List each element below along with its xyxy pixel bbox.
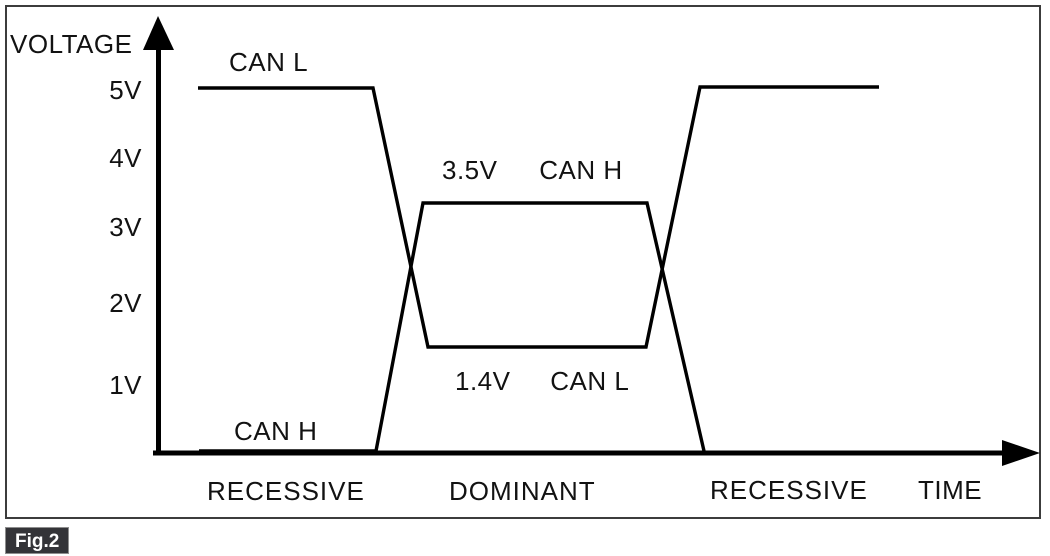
x-axis-title: TIME (918, 475, 983, 505)
can-h-recessive-label: CAN H (234, 416, 318, 446)
can-h-trace (199, 201, 706, 453)
figure-caption-badge: Fig.2 (5, 527, 70, 554)
dominant-low-name: CAN L (550, 366, 630, 396)
y-tick-5v: 5V (109, 75, 142, 105)
can-l-recessive-label: CAN L (229, 47, 309, 77)
y-axis-arrow-icon (143, 16, 174, 50)
region-recessive-left: RECESSIVE (207, 476, 365, 506)
region-dominant: DOMINANT (449, 476, 596, 506)
y-axis-title: VOLTAGE (10, 29, 133, 59)
x-axis-arrow-icon (1002, 440, 1040, 466)
dominant-low-voltage: 1.4V (455, 366, 511, 396)
y-tick-4v: 4V (109, 143, 142, 173)
dominant-low-label: 1.4V CAN L (455, 368, 629, 394)
y-tick-3v: 3V (109, 212, 142, 242)
region-recessive-right: RECESSIVE (710, 475, 868, 505)
y-tick-1v: 1V (109, 370, 142, 400)
dominant-high-voltage: 3.5V (442, 155, 498, 185)
figure-border (5, 5, 1041, 519)
dominant-high-label: 3.5V CAN H (442, 157, 623, 183)
y-tick-2v: 2V (109, 288, 142, 318)
can-l-trace (198, 85, 879, 349)
dominant-high-name: CAN H (539, 155, 623, 185)
